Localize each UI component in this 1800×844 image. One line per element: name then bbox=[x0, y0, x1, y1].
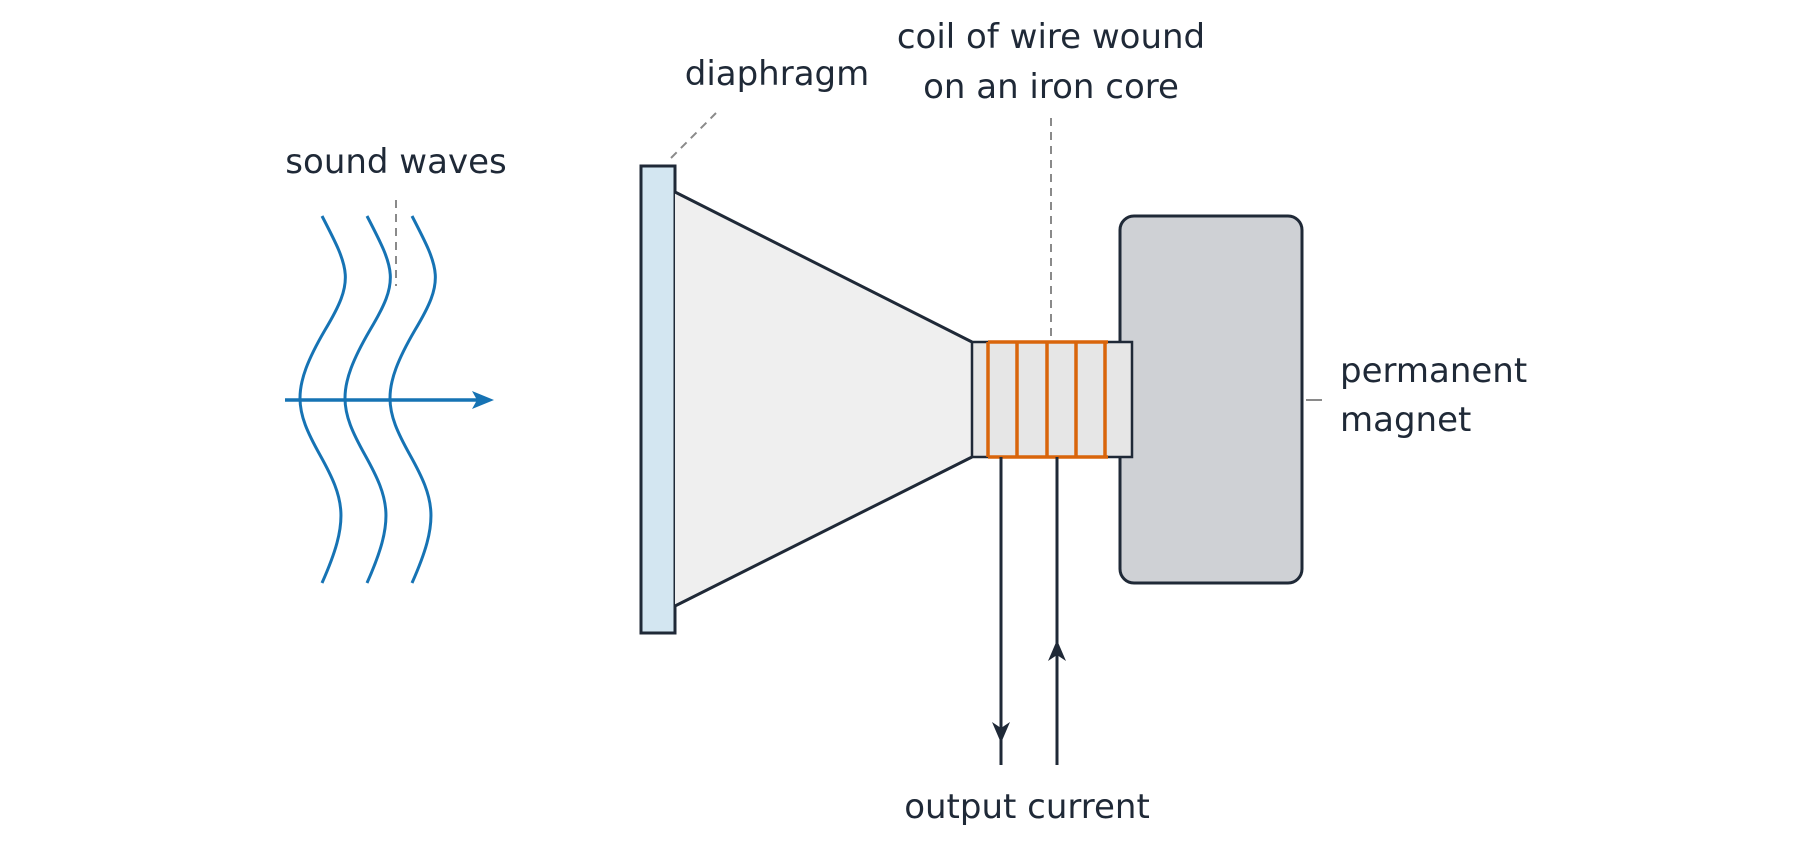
cone-top-edge bbox=[674, 190, 973, 344]
sound-wave-3 bbox=[388, 215, 437, 584]
arrow-right-icon bbox=[472, 391, 494, 409]
coil bbox=[986, 340, 1108, 459]
cone bbox=[675, 192, 972, 606]
cone-bottom-edge bbox=[674, 455, 973, 608]
arrow-up-icon bbox=[1048, 640, 1066, 661]
label-magnet-line2: magnet bbox=[1340, 400, 1471, 440]
sound-waves bbox=[285, 215, 494, 584]
output-wires bbox=[992, 457, 1066, 765]
iron-core bbox=[970, 340, 1134, 459]
leader-lines bbox=[395, 112, 1322, 401]
diaphragm bbox=[639, 164, 677, 635]
label-coil-line2: on an iron core bbox=[923, 67, 1179, 107]
label-magnet-line1: permanent bbox=[1340, 351, 1527, 391]
label-diaphragm: diaphragm bbox=[685, 54, 870, 94]
leader-diaphragm bbox=[670, 112, 717, 159]
arrow-down-icon bbox=[992, 722, 1010, 743]
label-output-current: output current bbox=[904, 787, 1150, 827]
sound-wave-2 bbox=[343, 215, 392, 584]
permanent-magnet bbox=[1118, 214, 1304, 585]
label-coil-line1: coil of wire wound bbox=[897, 17, 1205, 57]
sound-wave-1 bbox=[298, 215, 347, 584]
label-sound-waves: sound waves bbox=[285, 142, 506, 182]
